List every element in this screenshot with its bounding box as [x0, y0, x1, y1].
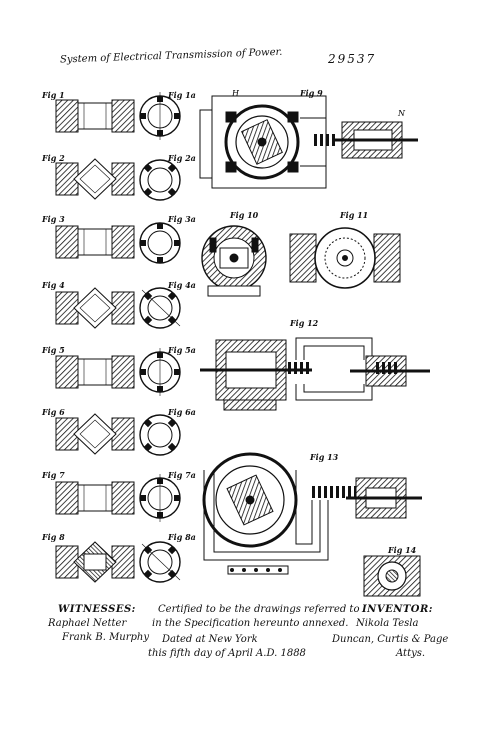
fig6a-label: Fig 6a — [168, 407, 196, 417]
fig2a-label: Fig 2a — [168, 153, 196, 163]
fig8-label: Fig 8 — [42, 532, 65, 542]
fig8a-label: Fig 8a — [168, 532, 196, 542]
fig5-label: Fig 5 — [42, 345, 65, 355]
attorneys-signature: Duncan, Curtis & Page — [332, 634, 449, 645]
fig14-label: Fig 14 — [388, 545, 417, 555]
fig1-label: Fig 1 — [42, 90, 65, 100]
fig5a-label: Fig 5a — [168, 345, 196, 355]
inventor-heading: INVENTOR: — [362, 604, 433, 615]
fig11-label: Fig 11 — [340, 210, 369, 220]
witnesses-heading: WITNESSES: — [58, 604, 136, 615]
fig3-label: Fig 3 — [42, 214, 65, 224]
fig12-label: Fig 12 — [290, 318, 319, 328]
fig9-label: Fig 9 — [300, 88, 323, 98]
fig6-label: Fig 6 — [42, 407, 65, 417]
date-line: this fifth day of April A.D. 1888 — [148, 648, 306, 659]
fig2-label: Fig 2 — [42, 153, 65, 163]
fig1a-label: Fig 1a — [168, 90, 196, 100]
fig4a-label: Fig 4a — [168, 280, 196, 290]
fig9-ref-h: H — [231, 89, 240, 98]
fig3a-label: Fig 3a — [168, 214, 196, 224]
witness-1-signature: Raphael Netter — [48, 618, 127, 629]
fig13-label: Fig 13 — [310, 452, 339, 462]
certification-line-2: in the Specification hereunto annexed. — [152, 618, 349, 629]
inventor-signature: Nikola Tesla — [356, 618, 419, 629]
fig7a-label: Fig 7a — [168, 470, 196, 480]
witness-2-signature: Frank B. Murphy — [62, 632, 150, 643]
fig4-label: Fig 4 — [42, 280, 65, 290]
fig10-label: Fig 10 — [230, 210, 259, 220]
attorneys-suffix: Attys. — [396, 648, 426, 659]
certification-line-1: Certified to be the drawings referred to — [158, 604, 360, 615]
patent-number: 29537 — [328, 52, 377, 66]
dated-line: Dated at New York — [162, 634, 258, 645]
fig9-ref-n: N — [397, 109, 406, 118]
fig7-label: Fig 7 — [42, 470, 65, 480]
